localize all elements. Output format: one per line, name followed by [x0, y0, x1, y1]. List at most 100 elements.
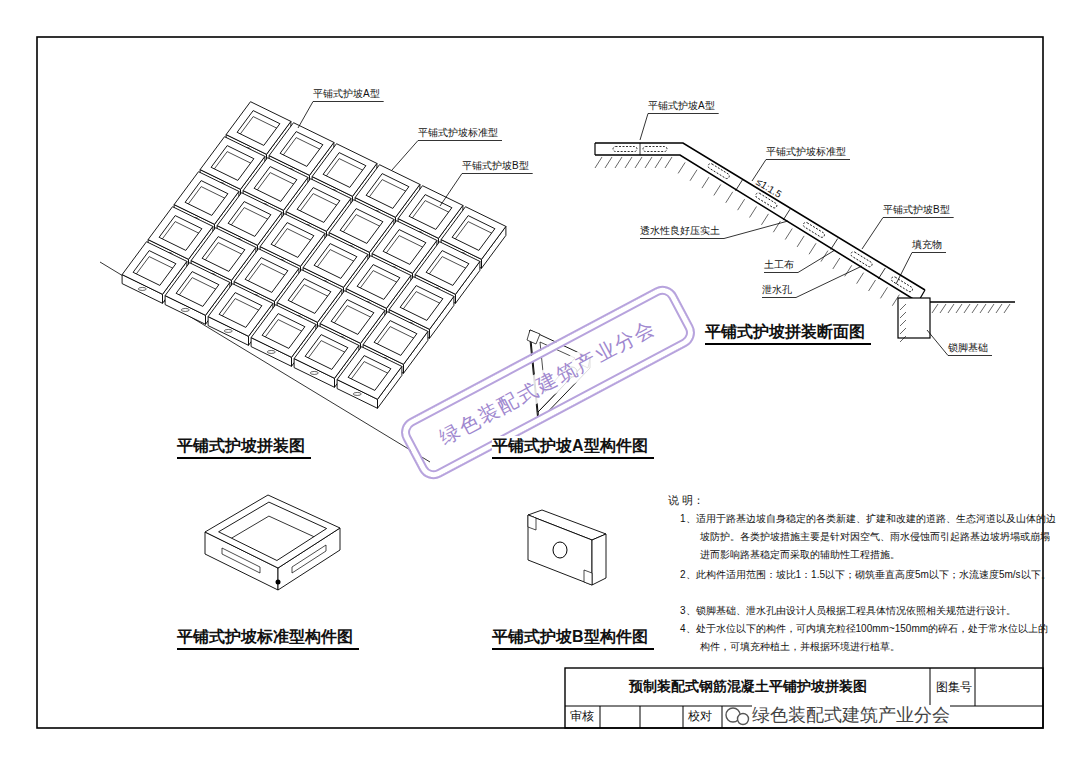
figure-caption: 平铺式护坡拼装断面图 — [705, 322, 871, 345]
soil-hatch — [1004, 304, 1010, 313]
block-joint — [640, 143, 641, 155]
leader-line — [313, 101, 384, 102]
soil-hatch — [980, 304, 986, 313]
block-opening — [314, 244, 357, 279]
leader-line — [640, 238, 724, 239]
note-item: 4、处于水位以下的构件，可内填充粒径100mm~150mm的碎石，处于常水位以上… — [680, 620, 1056, 656]
figure-caption: 平铺式护坡A型构件图 — [492, 436, 654, 459]
part-label: 平铺式护坡标准型 — [418, 127, 498, 139]
soil-hatch — [625, 157, 632, 168]
part-label: 透水性良好压实土 — [640, 225, 720, 237]
soil-hatch — [996, 304, 1002, 313]
leader-line — [798, 250, 835, 273]
block-opening — [297, 188, 340, 223]
foundation-hatch — [900, 304, 906, 310]
block-opening — [400, 286, 443, 321]
block-inner-wall — [176, 278, 219, 313]
soil-hatch — [702, 177, 709, 188]
block-opening — [280, 132, 323, 167]
block-opening — [211, 146, 254, 181]
title-block-rule — [683, 706, 684, 728]
soil-hatch — [972, 304, 978, 313]
block-opening — [357, 265, 400, 300]
watermark: 绿色装配式建筑产业分会 — [752, 705, 950, 727]
soil-hatch — [785, 229, 792, 240]
title-block-rule — [722, 706, 723, 728]
slope-block — [337, 347, 402, 409]
component-face — [592, 534, 606, 585]
corner-hole — [276, 580, 281, 585]
block-opening — [176, 272, 219, 307]
foundation-hatch — [900, 320, 906, 326]
note-item: 3、锁脚基础、泄水孔由设计人员根据工程具体情况依照相关规范进行设计。 — [680, 602, 1056, 620]
soil-hatch — [869, 280, 876, 291]
block-opening — [245, 258, 288, 293]
drawing-title: 预制装配式钢筋混凝土平铺护坡拼装图 — [566, 678, 929, 695]
standard-component — [205, 495, 340, 590]
soil-hatch — [645, 157, 652, 168]
drain-slot — [310, 371, 318, 374]
block-top — [337, 347, 402, 400]
block-opening — [426, 251, 469, 286]
b-type-component — [528, 510, 606, 585]
part-label: 平铺式护坡标准型 — [766, 146, 846, 158]
soil-hatch — [833, 258, 840, 269]
block-slot — [643, 147, 667, 152]
drain-slot — [224, 329, 232, 332]
block-opening — [237, 111, 280, 146]
drain-slot — [222, 548, 260, 573]
block-opening — [340, 209, 383, 244]
block-joint — [878, 268, 885, 279]
soil-hatch — [714, 184, 721, 195]
block-joint — [736, 180, 743, 191]
drain-slot — [181, 308, 189, 311]
corner-notch — [584, 570, 592, 585]
title-block-frame — [565, 668, 1043, 728]
foundation-hatch — [900, 328, 906, 334]
title-block-cell: 校对 — [688, 709, 712, 723]
stamp-text: 绿色装配式建筑产业分会 — [431, 311, 664, 452]
soil-hatch — [809, 243, 816, 254]
soil-hatch — [665, 157, 672, 168]
leader-line — [640, 114, 648, 141]
title-block-rule — [640, 706, 641, 728]
leader-line — [298, 102, 313, 129]
note-heading: 说 明： — [668, 494, 704, 507]
part-label: 泄水孔 — [762, 284, 792, 296]
slope-ratio: ≤1:1.5 — [754, 176, 784, 201]
figure-caption: 平铺式护坡标准型构件图 — [177, 627, 359, 650]
part-label: 平铺式护坡B型 — [462, 160, 529, 172]
component-top — [205, 495, 340, 568]
part-label: 锁脚基础 — [948, 342, 988, 354]
block-opening — [383, 230, 426, 265]
leader-line — [862, 218, 883, 250]
drain-slot — [267, 350, 275, 353]
block-inner-wall — [348, 362, 391, 397]
soil-hatch — [615, 157, 622, 168]
block-opening — [288, 279, 331, 314]
leader-line — [762, 297, 796, 298]
title-block-rule — [600, 706, 601, 728]
block-opening — [331, 300, 374, 335]
watermark-icon — [738, 714, 749, 725]
soil-hatch — [845, 265, 852, 276]
soil-hatch — [940, 304, 946, 313]
soil-hatch — [678, 162, 685, 173]
block-opening — [228, 202, 271, 237]
soil-hatch — [761, 214, 768, 225]
slope-surface — [595, 155, 1015, 302]
soil-hatch — [932, 304, 938, 313]
title-block-cell: 审核 — [570, 709, 594, 723]
block-opening — [254, 167, 297, 202]
leader-line — [724, 221, 788, 239]
soil-hatch — [797, 236, 804, 247]
leader-line — [766, 159, 850, 160]
soil-hatch — [655, 157, 662, 168]
block-opening — [323, 153, 366, 188]
component-inner-wall — [219, 516, 327, 574]
title-block — [565, 668, 1043, 728]
soil-hatch — [857, 273, 864, 284]
corner-notch — [528, 515, 536, 530]
soil-hatch — [635, 157, 642, 168]
soil-hatch — [750, 207, 757, 218]
